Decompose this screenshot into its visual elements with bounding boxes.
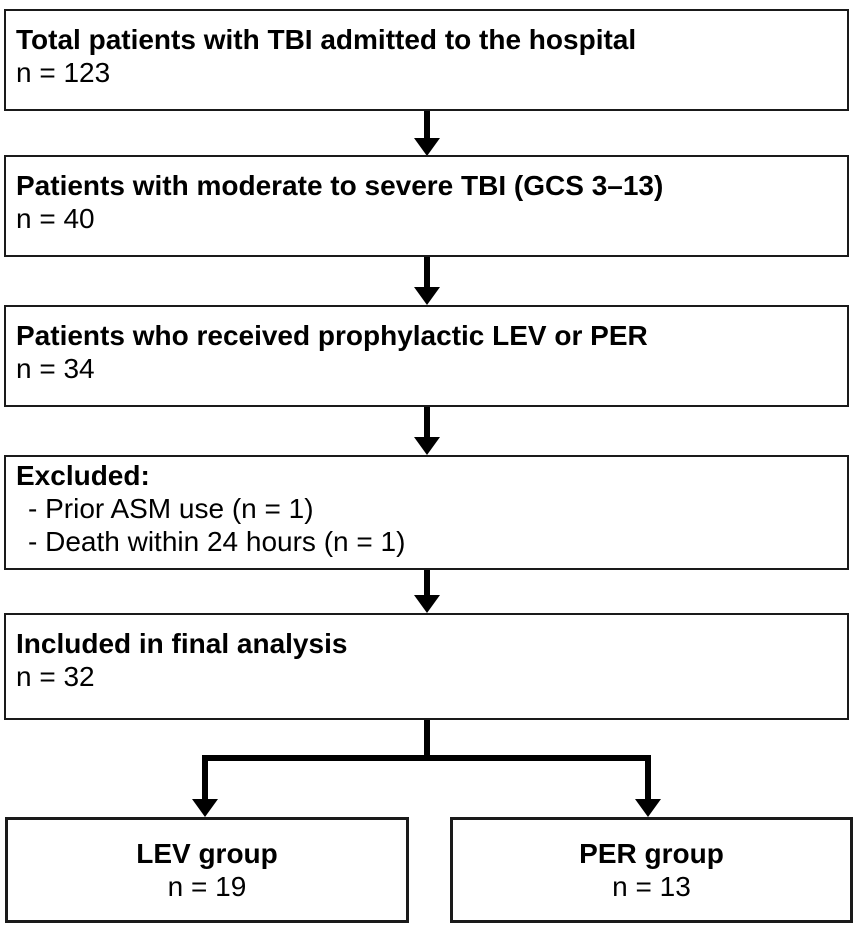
group-box-per: PER group n = 13 [450,817,853,923]
excluded-item: - Prior ASM use (n = 1) [28,493,314,524]
arrow-shaft [424,257,430,292]
flow-box-total-admitted: Total patients with TBI admitted to the … [4,9,849,111]
group-title: PER group [579,838,724,869]
arrowhead-icon [414,595,440,613]
box-title: Patients with moderate to severe TBI (GC… [16,170,664,201]
branch-connector-horizontal [202,755,651,761]
box-count: n = 123 [16,57,111,88]
box-title: Total patients with TBI admitted to the … [16,24,637,55]
group-title: LEV group [136,838,278,869]
box-title: Excluded: [16,460,150,491]
flow-box-prophylactic-lev-per: Patients who received prophylactic LEV o… [4,305,849,407]
arrow-down-2 [413,257,441,305]
arrow-shaft [424,407,430,442]
box-count: n = 32 [16,661,95,692]
arrow-down-lev [191,755,219,817]
flow-box-final-analysis: Included in final analysis n = 32 [4,613,849,720]
arrow-shaft [202,755,208,804]
arrow-shaft [645,755,651,804]
box-count: n = 40 [16,203,95,234]
group-count: n = 13 [612,871,691,902]
box-count: n = 34 [16,353,95,384]
flow-box-excluded: Excluded: - Prior ASM use (n = 1) - Deat… [4,455,849,570]
arrowhead-icon [414,437,440,455]
arrowhead-icon [414,138,440,156]
arrowhead-icon [414,287,440,305]
group-count: n = 19 [167,871,247,902]
arrow-down-3 [413,407,441,455]
branch-stub [424,720,430,758]
arrow-down-1 [413,111,441,156]
flow-box-moderate-severe-tbi: Patients with moderate to severe TBI (GC… [4,155,849,257]
arrow-down-4 [413,570,441,613]
box-title: Included in final analysis [16,628,348,659]
arrowhead-icon [192,799,218,817]
arrow-down-per [634,755,662,817]
arrowhead-icon [635,799,661,817]
box-title: Patients who received prophylactic LEV o… [16,320,648,351]
excluded-item: - Death within 24 hours (n = 1) [28,526,406,557]
arrow-shaft [424,570,430,600]
group-box-lev: LEV group n = 19 [5,817,409,923]
arrow-shaft [424,111,430,143]
